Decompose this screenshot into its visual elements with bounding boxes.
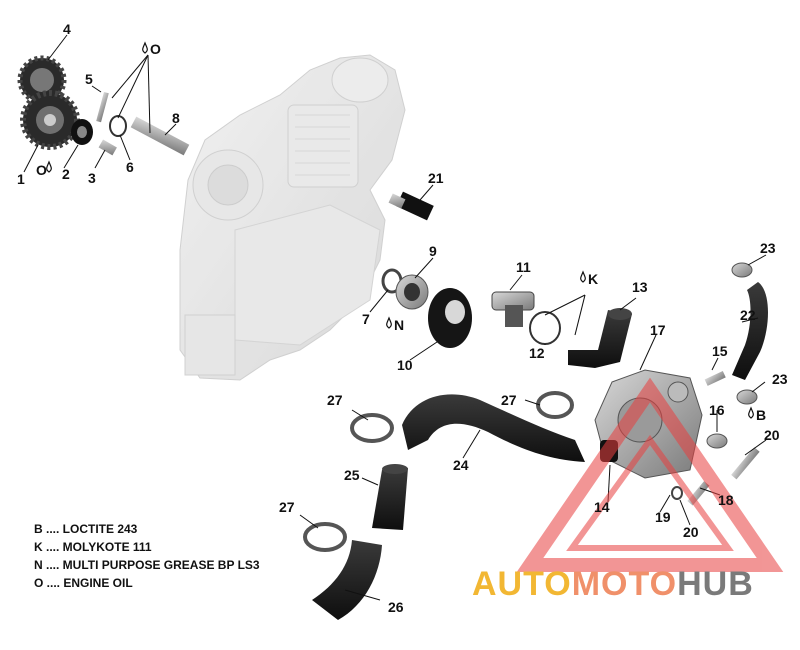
drop-icon-loctite (748, 406, 754, 419)
watermark-moto: MOTO (571, 565, 678, 603)
legend-line-k: K .... MOLYKOTE 111 (34, 540, 152, 554)
screw-part-15 (704, 371, 726, 386)
shaft-part-8 (130, 116, 190, 156)
lubricant-legend: B .... LOCTITE 243 K .... MOLYKOTE 111 N… (34, 520, 260, 592)
bolt-part-3 (98, 139, 117, 156)
hose-part-25 (372, 468, 408, 530)
callout-15: 15 (712, 343, 728, 359)
callout-4: 4 (63, 21, 71, 37)
oring-part-6 (109, 115, 127, 137)
elbow-hose-part-13 (568, 310, 632, 368)
callout-9: 9 (429, 243, 437, 259)
legend-line-o: O .... ENGINE OIL (34, 576, 133, 590)
drop-icons (46, 41, 754, 419)
callout-20-upper: 20 (764, 427, 780, 443)
sensor-part-21 (388, 191, 434, 221)
bearing-part-9 (395, 274, 429, 310)
clamp-part-16 (706, 433, 728, 449)
callout-3: 3 (88, 170, 96, 186)
callout-5: 5 (85, 71, 93, 87)
code-k: K (588, 271, 598, 287)
seal-part-2 (71, 119, 93, 145)
pin-part-5 (96, 91, 109, 123)
callout-27-b: 27 (501, 392, 517, 408)
callout-23-upper: 23 (760, 240, 776, 256)
callout-26: 26 (388, 599, 404, 615)
callout-1: 1 (17, 171, 25, 187)
code-b: B (756, 407, 766, 423)
callout-17: 17 (650, 322, 666, 338)
callout-16: 16 (709, 402, 725, 418)
callout-11: 11 (516, 259, 531, 275)
code-o-gear: O (36, 162, 47, 178)
callout-19: 19 (655, 509, 671, 525)
callout-12: 12 (529, 345, 545, 361)
callout-2: 2 (62, 166, 70, 182)
legend-line-n: N .... MULTI PURPOSE GREASE BP LS3 (34, 558, 260, 572)
engine-housing-ghost (179, 54, 406, 381)
thermostat-part-11 (491, 291, 535, 327)
hose-part-25-end (382, 464, 408, 474)
drop-icon-grease (386, 316, 392, 329)
callout-25: 25 (344, 467, 360, 483)
watermark-triangle (516, 377, 784, 572)
callout-22: 22 (740, 307, 756, 323)
callout-10: 10 (397, 357, 413, 373)
legend-line-b: B .... LOCTITE 243 (34, 522, 138, 536)
callout-13: 13 (632, 279, 648, 295)
code-o-top: O (150, 41, 161, 57)
callout-18: 18 (718, 492, 734, 508)
callout-21: 21 (428, 170, 444, 186)
washer-part-19 (671, 486, 683, 500)
impeller-part-10 (428, 288, 472, 348)
drop-icon-oil-gear (46, 160, 52, 173)
drop-icon-oil-top (142, 41, 148, 54)
elbow-hose-end (608, 308, 632, 320)
callout-14: 14 (594, 499, 610, 515)
callout-23-lower: 23 (772, 371, 788, 387)
watermark-auto: AUTO (472, 565, 572, 603)
drop-icon-molykote (580, 270, 586, 283)
oring-part-12 (529, 311, 561, 345)
hose-part-22 (732, 282, 768, 380)
clamp-part-27-b (536, 391, 574, 419)
bolt-part-20 (731, 447, 760, 480)
watermark-hub: HUB (677, 565, 754, 603)
callout-7: 7 (362, 311, 370, 327)
clamp-part-27-c (303, 522, 347, 552)
watermark-logo: AUTOMOTOHUB (472, 565, 754, 604)
callout-8: 8 (172, 110, 180, 126)
hose-part-26 (312, 540, 382, 620)
pump-housing-part-17 (594, 369, 703, 479)
clamp-part-23-lower (736, 389, 758, 405)
gear-part-4 (17, 55, 67, 105)
clamp-part-23-upper (731, 262, 753, 278)
hose-part-24 (402, 394, 585, 462)
leader-lines (23, 34, 767, 601)
callout-27-c: 27 (279, 499, 295, 515)
code-n: N (394, 317, 404, 333)
callout-6: 6 (126, 159, 134, 175)
callout-27-a: 27 (327, 392, 343, 408)
callout-20-lower: 20 (683, 524, 699, 540)
clamp-part-27-a (350, 413, 394, 443)
callout-24: 24 (453, 457, 469, 473)
gear-part-1 (20, 90, 80, 150)
